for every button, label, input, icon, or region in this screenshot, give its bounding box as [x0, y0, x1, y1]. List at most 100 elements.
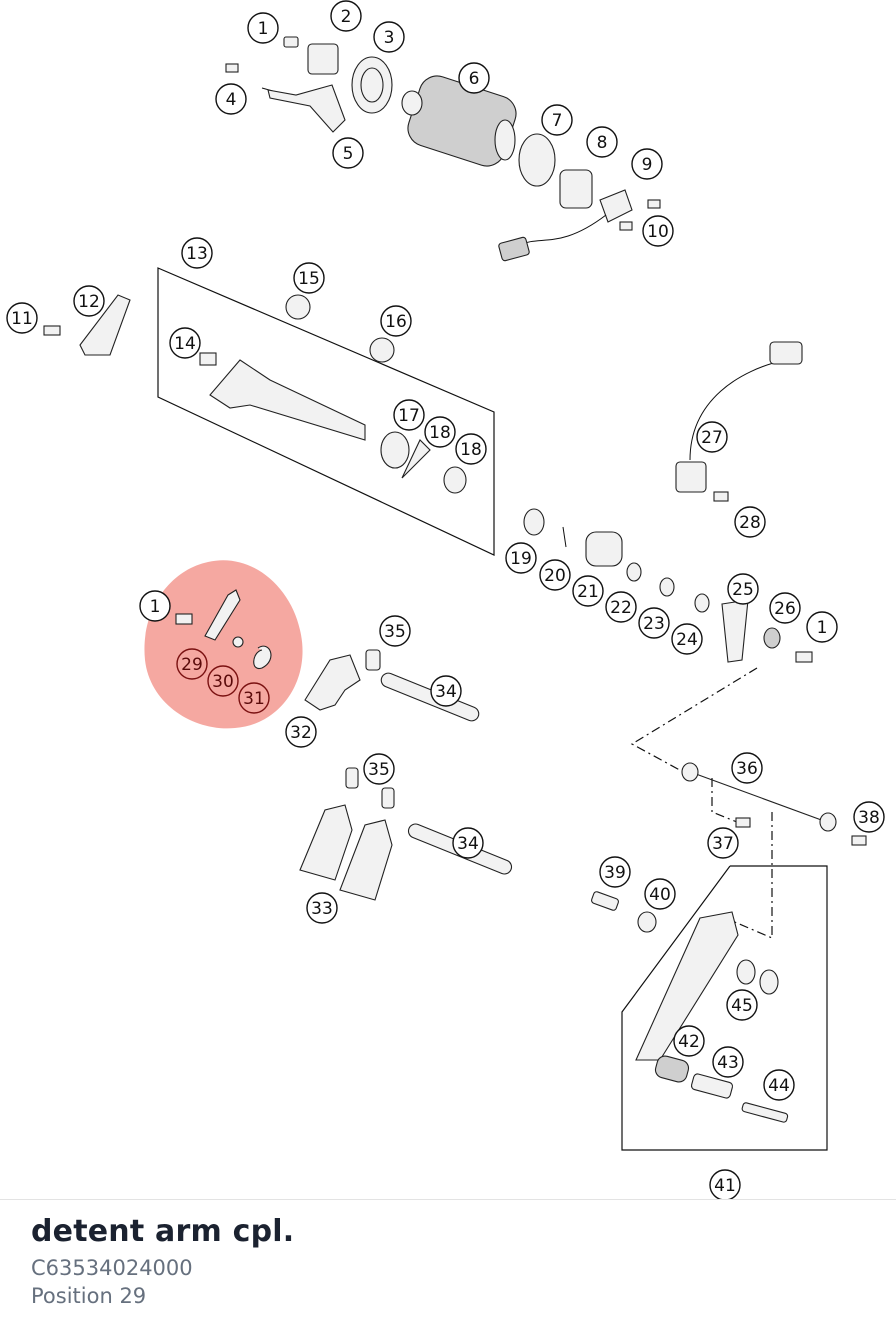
callout-41[interactable]: 41: [709, 1169, 741, 1200]
screw-drawing: [795, 651, 813, 663]
callout-42[interactable]: 42: [673, 1025, 705, 1057]
callout-label: 17: [398, 406, 420, 426]
callout-21[interactable]: 21: [572, 575, 604, 607]
o-ring-drawing: [659, 577, 675, 597]
callout-label: 1: [817, 618, 828, 638]
callout-4[interactable]: 4: [215, 83, 247, 115]
screw-drawing: [43, 325, 61, 336]
callout-27[interactable]: 27: [696, 421, 728, 453]
callout-31[interactable]: 31: [238, 682, 270, 714]
callout-45[interactable]: 45: [726, 989, 758, 1021]
callout-11[interactable]: 11: [6, 302, 38, 334]
callout-label: 13: [186, 244, 208, 264]
shift-shaft-drawing: [209, 359, 366, 441]
callout-18[interactable]: 18: [455, 433, 487, 465]
callout-12[interactable]: 12: [73, 285, 105, 317]
callout-40[interactable]: 40: [644, 878, 676, 910]
part-number: C63534024000: [31, 1256, 193, 1280]
shift-drum-locator-drawing: [307, 43, 339, 75]
shift-shaft-group-frame: [157, 267, 495, 556]
callout-14[interactable]: 14: [169, 327, 201, 359]
callout-label: 11: [11, 309, 33, 329]
callout-32[interactable]: 32: [285, 716, 317, 748]
rod-end-drawing: [681, 762, 699, 782]
callout-38[interactable]: 38: [853, 801, 885, 833]
shift-lever-inner-drawing: [721, 599, 749, 663]
callout-29[interactable]: 29: [176, 648, 208, 680]
callout-7[interactable]: 7: [541, 104, 573, 136]
callout-3[interactable]: 3: [373, 21, 405, 53]
selected-part-highlight[interactable]: [144, 560, 303, 729]
callout-9[interactable]: 9: [631, 148, 663, 180]
screw-drawing: [713, 491, 729, 502]
callout-label: 21: [577, 582, 599, 602]
callout-22[interactable]: 22: [605, 591, 637, 623]
callout-18[interactable]: 18: [424, 416, 456, 448]
screw-drawing: [225, 63, 239, 73]
callout-36[interactable]: 36: [731, 752, 763, 784]
callout-8[interactable]: 8: [586, 126, 618, 158]
callout-1[interactable]: 1: [139, 590, 171, 622]
shift-rod-drawing: [684, 769, 836, 826]
callout-35[interactable]: 35: [379, 615, 411, 647]
lever-tip-drawing: [654, 1055, 690, 1083]
callout-label: 18: [460, 440, 482, 460]
callout-34[interactable]: 34: [452, 827, 484, 859]
callout-34[interactable]: 34: [430, 675, 462, 707]
assembly-line: [630, 667, 758, 775]
shift-drum-drawing: [401, 75, 517, 167]
callout-label: 42: [678, 1032, 700, 1052]
callout-39[interactable]: 39: [599, 856, 631, 888]
callout-2[interactable]: 2: [330, 0, 362, 32]
callout-label: 1: [150, 597, 161, 617]
callout-10[interactable]: 10: [642, 215, 674, 247]
callout-label: 39: [604, 863, 626, 883]
callout-1[interactable]: 1: [806, 611, 838, 643]
gear-sensor-drawing: [599, 189, 633, 223]
callout-17[interactable]: 17: [393, 399, 425, 431]
torsion-spring-drawing: [253, 645, 272, 670]
callout-23[interactable]: 23: [638, 607, 670, 639]
screw-drawing: [851, 835, 867, 846]
callout-label: 23: [643, 614, 665, 634]
callout-label: 35: [384, 622, 406, 642]
o-ring-drawing: [626, 562, 642, 582]
callout-label: 34: [435, 682, 457, 702]
screw-drawing: [283, 36, 299, 48]
callout-33[interactable]: 33: [306, 892, 338, 924]
shift-lever-group-frame: [621, 865, 828, 1151]
callout-16[interactable]: 16: [380, 305, 412, 337]
screw-drawing: [619, 221, 633, 231]
callout-24[interactable]: 24: [671, 623, 703, 655]
callout-43[interactable]: 43: [712, 1046, 744, 1078]
callout-28[interactable]: 28: [734, 506, 766, 538]
callout-label: 33: [311, 899, 333, 919]
spring-drawing: [199, 352, 217, 366]
assembly-line: [729, 812, 773, 939]
connector-drawing: [498, 236, 530, 262]
callout-label: 2: [341, 7, 352, 27]
callout-label: 36: [736, 759, 758, 779]
callout-37[interactable]: 37: [707, 827, 739, 859]
callout-20[interactable]: 20: [539, 559, 571, 591]
callout-15[interactable]: 15: [293, 262, 325, 294]
callout-1[interactable]: 1: [247, 12, 279, 44]
callout-44[interactable]: 44: [763, 1069, 795, 1101]
bushing-drawing: [736, 959, 756, 985]
callout-5[interactable]: 5: [332, 137, 364, 169]
roller-drawing: [345, 767, 359, 789]
callout-label: 16: [385, 312, 407, 332]
callout-label: 18: [429, 423, 451, 443]
callout-26[interactable]: 26: [769, 592, 801, 624]
callout-25[interactable]: 25: [727, 573, 759, 605]
callout-13[interactable]: 13: [181, 237, 213, 269]
shift-fork-drawing: [304, 654, 361, 711]
callout-19[interactable]: 19: [505, 542, 537, 574]
callout-30[interactable]: 30: [207, 665, 239, 697]
washer-drawing: [443, 466, 467, 494]
bolt-drawing: [741, 1102, 789, 1123]
callout-35[interactable]: 35: [363, 753, 395, 785]
callout-6[interactable]: 6: [458, 62, 490, 94]
callout-label: 6: [469, 69, 480, 89]
